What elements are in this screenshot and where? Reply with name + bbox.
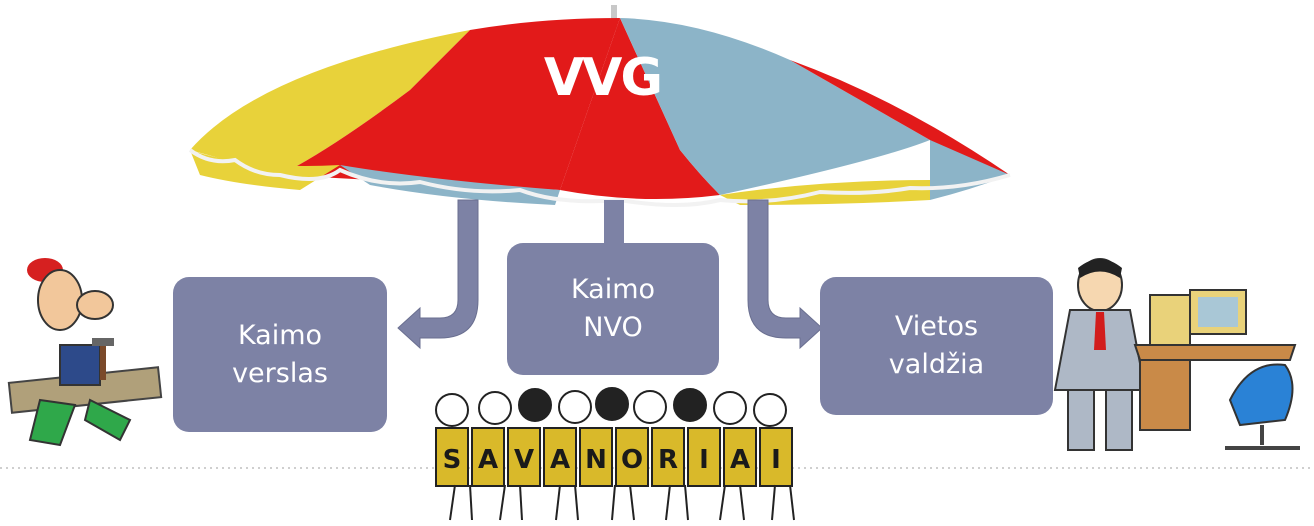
volunteer-letter: N	[585, 445, 607, 475]
volunteer-letter: A	[730, 445, 750, 475]
box-kaimo-verslas: Kaimo verslas	[173, 277, 387, 432]
volunteer-shirt	[687, 427, 721, 487]
box-kaimo-verslas-line1: Kaimo	[237, 319, 323, 351]
volunteer-shirt	[471, 427, 505, 487]
umbrella-icon	[188, 5, 1011, 207]
box-kaimo-nvo-line1: Kaimo	[570, 274, 656, 305]
volunteer-letter: A	[550, 445, 570, 475]
official-desk-icon	[1053, 258, 1300, 451]
worker-icon	[7, 258, 163, 447]
box-vietos-valdzia-line2: valdžia	[888, 349, 985, 380]
volunteer-letter: S	[443, 445, 462, 475]
box-kaimo-nvo: Kaimo NVO	[507, 243, 719, 375]
volunteer-shirt	[579, 427, 613, 487]
arrow-to-valdzia	[747, 199, 823, 350]
volunteer-shirt	[651, 427, 685, 487]
arrow-to-nvo	[604, 200, 624, 245]
arrow-to-verslas	[397, 199, 479, 350]
volunteer-letter: V	[514, 445, 534, 475]
volunteer-shirt	[759, 427, 793, 487]
volunteer-shirt	[435, 427, 469, 487]
box-vietos-valdzia-line1: Vietos	[894, 311, 979, 342]
volunteer-letter: R	[658, 445, 678, 475]
volunteer-letter: I	[771, 445, 781, 475]
volunteer-letter: A	[478, 445, 498, 475]
volunteer-letter: I	[699, 445, 709, 475]
volunteer-shirt	[543, 427, 577, 487]
box-kaimo-nvo-line2: NVO	[583, 312, 643, 343]
box-kaimo-verslas-line2: verslas	[232, 357, 328, 389]
umbrella-label: VVG	[543, 48, 663, 108]
volunteer-shirt	[615, 427, 649, 487]
box-vietos-valdzia: Vietos valdžia	[820, 277, 1053, 415]
volunteer-letter: O	[621, 445, 643, 475]
volunteer-shirt	[507, 427, 541, 487]
